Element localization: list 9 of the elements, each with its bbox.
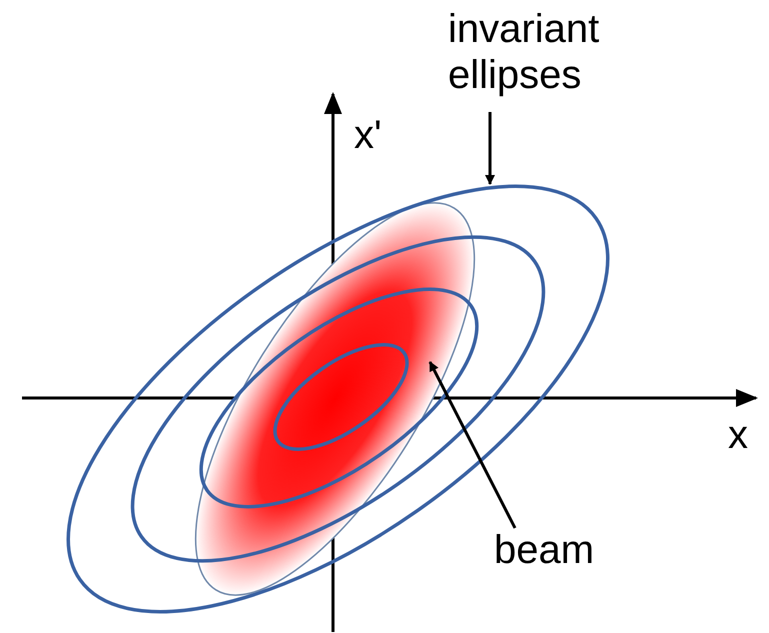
callout-text: invariant ellipses	[448, 6, 600, 98]
leader-arrow	[428, 361, 516, 529]
invariant-ellipse	[273, 343, 409, 451]
axis-label: x	[728, 412, 748, 458]
callout-text: beam	[494, 527, 596, 573]
invariant-ellipse	[66, 184, 610, 614]
leader-arrow	[485, 112, 495, 185]
axis-label: x'	[354, 112, 382, 158]
invariant-ellipse	[199, 288, 479, 508]
